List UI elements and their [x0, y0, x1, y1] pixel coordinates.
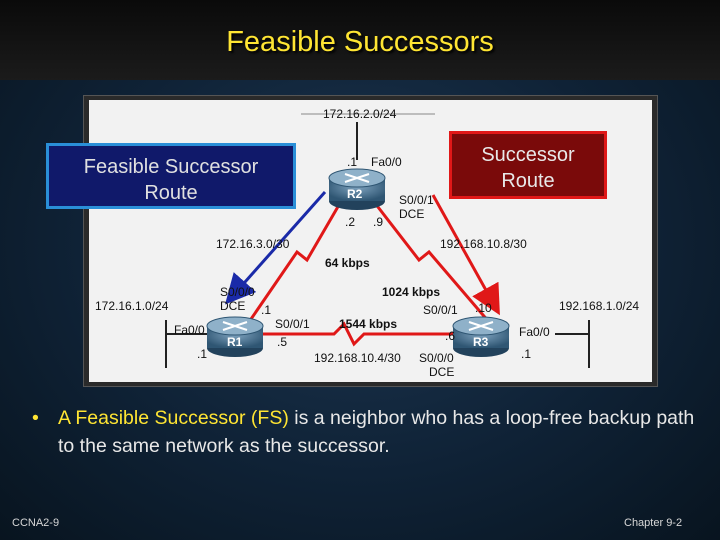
r2-fa-label: Fa0/0	[371, 155, 402, 169]
title-bar	[0, 0, 720, 80]
r3-s001-ip-label: .10	[475, 301, 492, 315]
serial-link-r1-r2	[247, 197, 345, 323]
router-r3-label: R3	[473, 335, 489, 349]
r3-s000-ip-label: .6	[445, 329, 455, 343]
r2-s001-label: S0/0/1	[399, 193, 434, 207]
successor-callout-line1: Successor	[481, 144, 575, 166]
r1-s000-ip-label: .1	[261, 303, 271, 317]
network-r1-r2-label: 172.16.3.0/30	[216, 237, 290, 251]
r3-s001-label: S0/0/1	[423, 303, 458, 317]
router-r2-label: R2	[347, 187, 363, 201]
bullet-text: A Feasible Successor (FS) is a neighbor …	[32, 404, 712, 460]
successor-arrow	[431, 194, 500, 316]
feasible-successor-route-callout: Feasible Successor Route	[46, 143, 296, 209]
feasible-successor-arrow	[225, 191, 327, 305]
bullet-point: • A Feasible Successor (FS) is a neighbo…	[32, 404, 712, 460]
r1-s000-label: S0/0/0	[220, 285, 255, 299]
bullet-rest: is a neighbor who has a loop-free backup…	[58, 407, 695, 457]
footer-course-code: CCNA2-9	[12, 517, 60, 529]
network-r2-r3-label: 192.168.10.8/30	[440, 237, 527, 251]
network-top-label: 172.16.2.0/24	[323, 107, 397, 121]
r2-dce-label: DCE	[399, 207, 424, 221]
router-r1: R1	[206, 316, 264, 357]
bandwidth-r1-r2-label: 64 kbps	[325, 256, 370, 270]
fs-callout-line2: Route	[144, 182, 198, 204]
r3-dce-label: DCE	[429, 365, 454, 379]
network-r1-r3-label: 192.168.10.4/30	[314, 351, 401, 365]
bandwidth-r2-r3-label: 1024 kbps	[382, 285, 440, 299]
fs-callout-line1: Feasible Successor	[83, 156, 259, 178]
slide-title: Feasible Successors	[226, 26, 494, 58]
r2-ip-left-label: .2	[345, 215, 355, 229]
network-right-label: 192.168.1.0/24	[559, 299, 639, 313]
r1-dce-label: DCE	[220, 299, 245, 313]
r3-s000-label: S0/0/0	[419, 351, 454, 365]
network-left-label: 172.16.1.0/24	[95, 299, 169, 313]
successor-route-callout: Successor Route	[449, 131, 607, 199]
router-r1-label: R1	[227, 335, 243, 349]
topology-svg: R2 R1 R3 172.16.2.0/24 172.16.1.0/2	[95, 107, 639, 379]
r2-top-ip-label: .1	[347, 155, 357, 169]
r1-s001-ip-label: .5	[277, 335, 287, 349]
r2-ip-right-label: .9	[373, 215, 383, 229]
successor-callout-line2: Route	[501, 170, 555, 192]
bandwidth-r1-r3-label: 1544 kbps	[339, 317, 397, 331]
router-r2: R2	[328, 168, 386, 210]
r3-fa-label: Fa0/0	[519, 325, 550, 339]
r3-fa-ip-label: .1	[521, 347, 531, 361]
serial-link-r2-r3	[369, 197, 491, 323]
r1-fa-label: Fa0/0	[174, 323, 205, 337]
serial-link-r1-r3	[254, 321, 464, 347]
bullet-dot-icon: •	[32, 407, 39, 429]
bullet-highlight: A Feasible Successor (FS)	[58, 407, 289, 429]
footer-chapter: Chapter 9-2	[624, 517, 683, 529]
r1-s001-label: S0/0/1	[275, 317, 310, 331]
router-r3: R3	[452, 316, 510, 357]
r1-fa-ip-label: .1	[197, 347, 207, 361]
